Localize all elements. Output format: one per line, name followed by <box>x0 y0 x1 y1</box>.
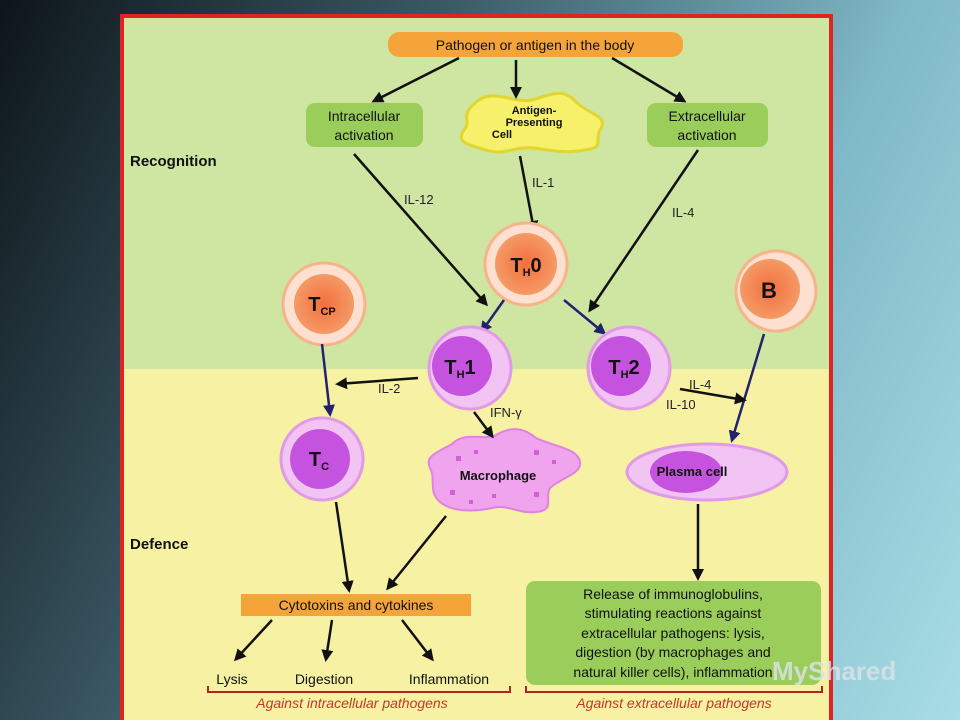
against-intracellular-label: Against intracellular pathogens <box>255 695 447 711</box>
watermark-text: MyShared <box>772 656 897 686</box>
phase-defence-label: Defence <box>130 536 188 553</box>
cytotoxins-label: Cytotoxins and cytokines <box>279 597 434 613</box>
plasma-label: Plasma cell <box>657 464 728 479</box>
release-line-3: extracellular pathogens: lysis, <box>581 625 765 641</box>
arrow-apc-th0 <box>518 155 539 233</box>
extracellular-label-1: Extracellular <box>668 108 745 124</box>
macrophage-label: Macrophage <box>460 468 537 483</box>
intracellular-label-1: Intracellular <box>328 108 401 124</box>
antigen-presenting-cell: Antigen- Presenting Cell <box>459 92 604 154</box>
il4-top-label: IL-4 <box>672 205 694 220</box>
arrow-th2-plasma <box>679 387 747 405</box>
release-box: Release of immunoglobulins, stimulating … <box>526 581 821 685</box>
intra-bracket <box>207 686 511 693</box>
against-extracellular-label: Against extracellular pathogens <box>575 695 771 711</box>
tc-cell: TC <box>279 416 365 502</box>
il1-label: IL-1 <box>532 175 554 190</box>
intracellular-label-2: activation <box>334 127 393 143</box>
il12-label: IL-12 <box>404 192 434 207</box>
recognition-band <box>124 18 829 369</box>
apc-label-1: Antigen- <box>512 105 557 117</box>
intracellular-activation-box: Intracellular activation <box>306 103 423 147</box>
outcome-digestion: Digestion <box>295 671 353 687</box>
arrow-to-digestion <box>321 619 334 662</box>
th0-label: TH0 <box>510 255 541 279</box>
il4-bottom-label: IL-4 <box>689 377 711 392</box>
th0-cell: TH0 <box>483 221 569 307</box>
release-line-2: stimulating reactions against <box>585 605 762 621</box>
extracellular-label-2: activation <box>677 127 736 143</box>
immune-response-diagram: Pathogen or antigen in the body Intracel… <box>130 32 823 711</box>
arrow-tcp-tc <box>320 343 335 417</box>
tcp-label: TCP <box>308 294 336 318</box>
arrow-th0-th1 <box>480 299 506 334</box>
arrow-b-plasma <box>728 333 766 443</box>
arrow-to-lysis <box>233 619 273 662</box>
diagram-panel: Pathogen or antigen in the body Intracel… <box>120 14 833 720</box>
b-cell: B <box>734 249 818 333</box>
top-arrows <box>371 56 687 103</box>
apc-label-3: Cell <box>492 129 512 141</box>
release-line-4: digestion (by macrophages and <box>575 644 770 660</box>
arrow-th1-macrophage <box>473 411 494 439</box>
th0-split-arrows <box>480 299 607 335</box>
th2-cell: TH2 <box>586 325 672 411</box>
macrophage: Macrophage <box>427 428 582 514</box>
defence-black-arrows <box>233 376 747 662</box>
arrow-to-extracellular <box>611 56 687 103</box>
tc-label: TC <box>309 449 329 473</box>
cytotoxins-box: Cytotoxins and cytokines <box>241 594 471 616</box>
th2-label: TH2 <box>608 357 639 381</box>
plasma-cell: Plasma cell <box>625 442 789 502</box>
watermark-logo: MyShared <box>772 656 896 687</box>
extracellular-activation-box: Extracellular activation <box>647 103 768 147</box>
tcp-cell: TCP <box>281 261 367 347</box>
arrow-to-inflammation <box>401 619 434 662</box>
apc-label-2: Presenting <box>506 117 563 129</box>
ifn-label: IFN-γ <box>490 405 522 420</box>
arrow-th0-th2 <box>563 299 607 335</box>
arrow-extracellular-th2 <box>588 149 700 313</box>
release-line-5: natural killer cells), inflammation <box>573 664 772 680</box>
b-label: B <box>761 278 777 303</box>
arrow-macrophage-cytotoxins <box>386 515 447 591</box>
arrow-to-intracellular <box>371 56 460 103</box>
pathogen-box: Pathogen or antigen in the body <box>388 32 683 57</box>
defence-blue-arrows <box>320 333 766 443</box>
release-line-1: Release of immunoglobulins, <box>583 586 763 602</box>
il2-label: IL-2 <box>378 381 400 396</box>
recognition-arrows <box>353 149 700 313</box>
il10-label: IL-10 <box>666 397 696 412</box>
outcome-lysis: Lysis <box>216 671 247 687</box>
arrow-intracellular-th1 <box>353 153 488 307</box>
arrow-tc-cytotoxins <box>334 501 354 593</box>
arrow-th1-tc <box>335 376 419 390</box>
pathogen-box-label: Pathogen or antigen in the body <box>436 37 635 53</box>
th1-cell: TH1 <box>427 325 513 411</box>
outcome-inflammation: Inflammation <box>409 671 489 687</box>
phase-recognition-label: Recognition <box>130 153 217 170</box>
th1-label: TH1 <box>444 357 475 381</box>
extra-bracket <box>525 686 823 693</box>
